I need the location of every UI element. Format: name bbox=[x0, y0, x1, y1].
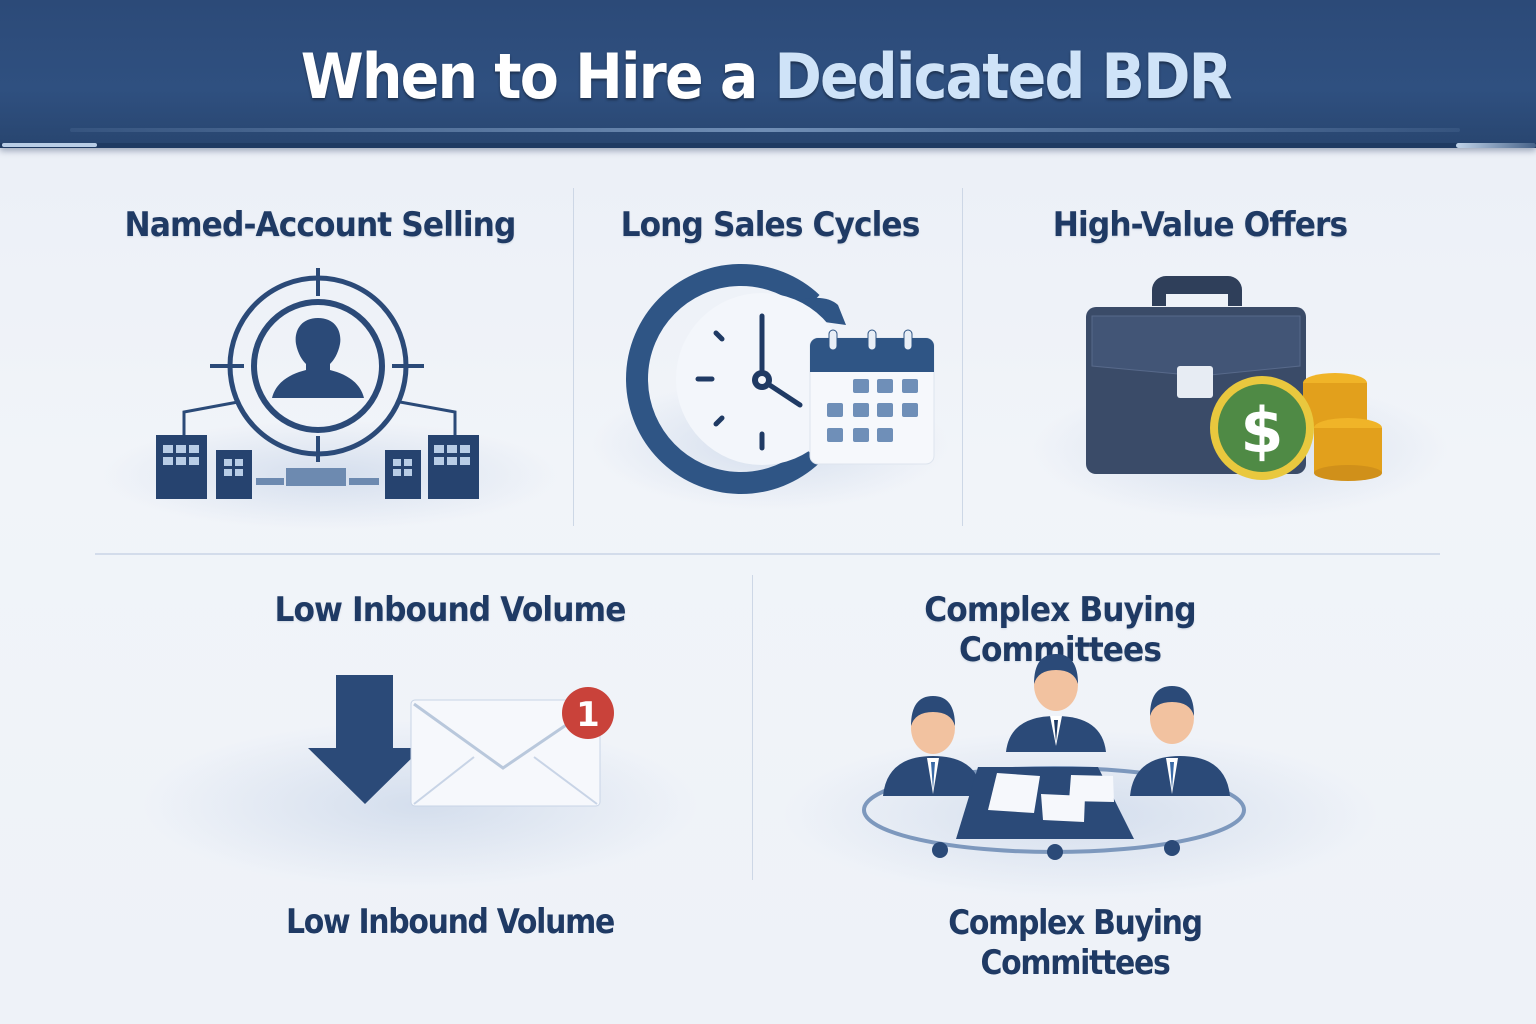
title-main: When to Hire a bbox=[300, 40, 759, 113]
caption-complex-buying-committees: Complex Buying Committees bbox=[921, 903, 1229, 983]
notification-badge: 1 bbox=[576, 695, 600, 735]
title-accent: Dedicated BDR bbox=[774, 40, 1233, 113]
header-bottom-bar bbox=[0, 143, 1536, 148]
card-title-complex-buying-committees: Complex Buying Committees bbox=[924, 590, 1196, 670]
header-shine bbox=[70, 128, 1460, 132]
caption-line-1: Complex Buying bbox=[948, 903, 1203, 943]
card-title-low-inbound-volume: Low Inbound Volume bbox=[274, 590, 626, 630]
divider-top-right bbox=[962, 188, 963, 526]
arrow-envelope-icon: 1 bbox=[308, 675, 614, 807]
page-title: When to Hire a Dedicated BDR bbox=[59, 40, 1472, 113]
caption-line-2: Committees bbox=[980, 943, 1171, 983]
clock-calendar-icon bbox=[626, 264, 935, 494]
header-highlight-left bbox=[2, 143, 97, 147]
caption-low-inbound-volume: Low Inbound Volume bbox=[286, 902, 615, 942]
briefcase-coins-icon: $ bbox=[1086, 276, 1382, 481]
committee-meeting-icon bbox=[862, 654, 1246, 860]
header-banner: When to Hire a Dedicated BDR bbox=[0, 0, 1536, 148]
target-person-buildings-icon bbox=[156, 268, 479, 499]
divider-top-left bbox=[573, 188, 574, 526]
card-title-high-value-offers: High-Value Offers bbox=[1052, 205, 1348, 245]
divider-bottom bbox=[752, 575, 753, 880]
card-title-named-account: Named-Account Selling bbox=[124, 205, 517, 245]
divider-row bbox=[95, 553, 1440, 555]
card-title-long-sales-cycles: Long Sales Cycles bbox=[620, 205, 921, 245]
header-highlight-right bbox=[1456, 143, 1536, 148]
svg-text:$: $ bbox=[1240, 394, 1283, 467]
